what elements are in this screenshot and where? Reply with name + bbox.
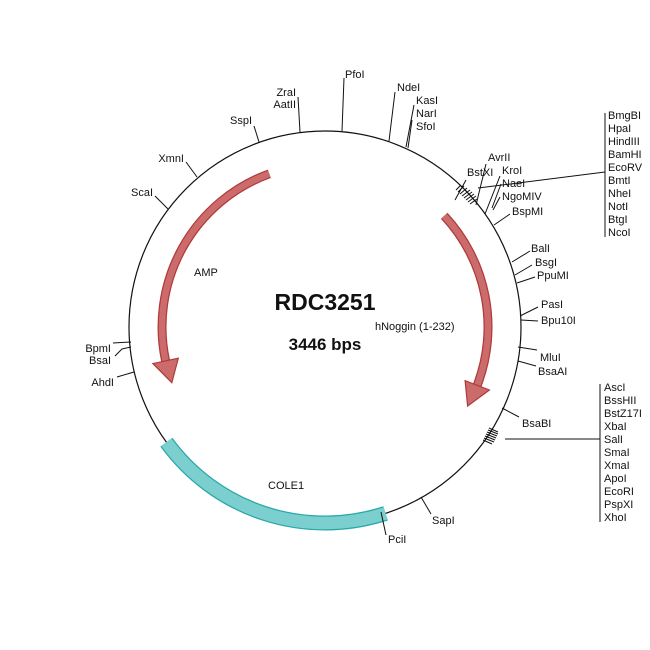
site-bsabi: BsaBI <box>522 418 551 430</box>
site-sapi: SapI <box>432 515 455 527</box>
site-bspmi: BspMI <box>512 206 543 218</box>
cole1-label: COLE1 <box>268 480 304 492</box>
site-label: HpaI <box>608 123 631 135</box>
site-label: SalI <box>604 434 623 446</box>
site-bsai: BsaI <box>89 355 111 367</box>
site-label: EcoRI <box>604 486 634 498</box>
plasmid-size: 3446 bps <box>289 335 362 354</box>
site-ticks <box>112 77 606 536</box>
site-ngomiv: NgoMIV <box>502 191 542 203</box>
site-bstxi: BstXI <box>467 167 493 179</box>
site-label: NheI <box>608 188 631 200</box>
site-sspi: SspI <box>230 115 252 127</box>
site-bali: BalI <box>531 243 550 255</box>
site-kasi: KasI <box>416 95 438 107</box>
site-ppumi: PpuMI <box>537 270 569 282</box>
site-label: SmaI <box>604 447 630 459</box>
site-bpmi: BpmI <box>85 343 111 355</box>
site-label: XbaI <box>604 421 627 433</box>
hnoggin-arrow <box>440 212 493 408</box>
site-aatii: AatII <box>273 99 296 111</box>
amp-arrow <box>151 169 271 384</box>
amp-label: AMP <box>194 267 218 279</box>
site-label: BamHI <box>608 149 642 161</box>
site-nari: NarI <box>416 108 437 120</box>
site-pasi: PasI <box>541 299 563 311</box>
site-ahdi: AhdI <box>91 377 114 389</box>
site-label: EcoRV <box>608 162 643 174</box>
site-bsgi: BsgI <box>535 257 557 269</box>
site-zrai: ZraI <box>276 87 296 99</box>
site-kroi: KroI <box>502 165 522 177</box>
site-label: PspXI <box>604 499 633 511</box>
cole1-feature <box>160 437 388 531</box>
site-pcii: PciI <box>388 534 406 546</box>
site-label: XhoI <box>604 512 627 524</box>
site-label: BtgI <box>608 214 628 226</box>
cluster1-labels: BmgBI HpaI HindIII BamHI EcoRV BmtI NheI… <box>608 110 643 239</box>
site-naei: NaeI <box>502 178 525 190</box>
hnoggin-label: hNoggin (1-232) <box>375 321 455 333</box>
site-label: ApoI <box>604 473 627 485</box>
site-label: AscI <box>604 382 625 394</box>
site-label: BmgBI <box>608 110 641 122</box>
site-label: BmtI <box>608 175 631 187</box>
site-label: NcoI <box>608 227 631 239</box>
site-bsaai: BsaAI <box>538 366 567 378</box>
site-bpu10i: Bpu10I <box>541 315 576 327</box>
site-sfoi: SfoI <box>416 121 436 133</box>
site-label: HindIII <box>608 136 640 148</box>
site-label: BstZ17I <box>604 408 642 420</box>
site-ndei: NdeI <box>397 82 420 94</box>
site-scai: ScaI <box>131 187 153 199</box>
site-label: XmaI <box>604 460 630 472</box>
site-pfoi: PfoI <box>345 69 365 81</box>
site-label: BssHII <box>604 395 636 407</box>
cluster2-labels: AscI BssHII BstZ17I XbaI SalI SmaI XmaI … <box>604 382 642 524</box>
site-mlui: MluI <box>540 352 561 364</box>
site-xmni: XmnI <box>158 153 184 165</box>
plasmid-name: RDC3251 <box>275 289 376 315</box>
site-avrii: AvrII <box>488 152 510 164</box>
site-label: NotI <box>608 201 628 213</box>
